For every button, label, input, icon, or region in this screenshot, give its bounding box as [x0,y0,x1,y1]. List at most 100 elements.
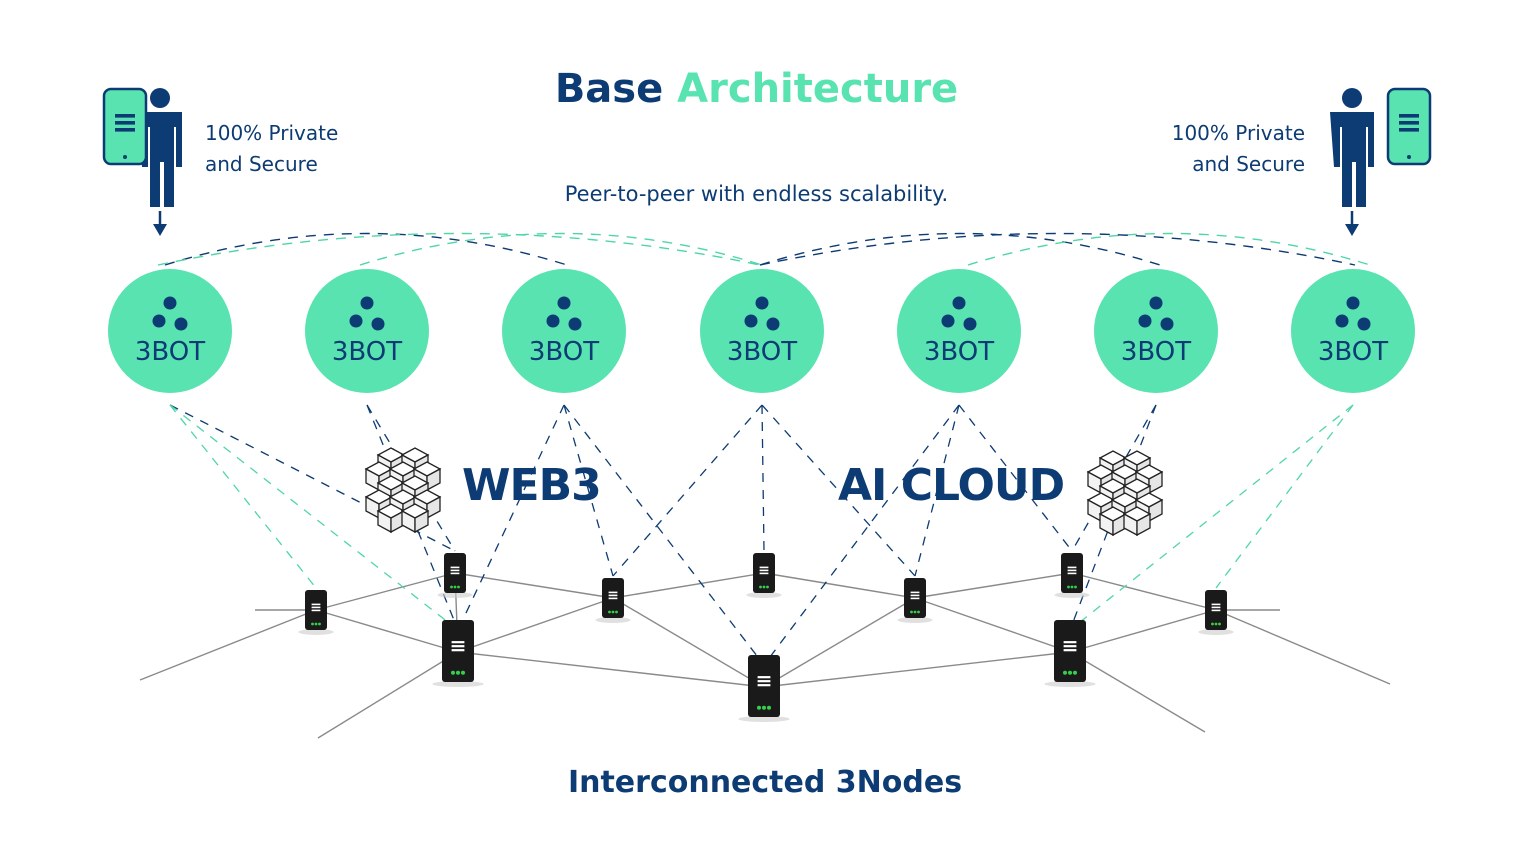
node-led [453,585,457,589]
node-logo [1211,606,1221,609]
bot-dot-icon [163,296,177,310]
bot-label: 3BOT [332,337,402,367]
node-led [1068,670,1072,675]
bot-dot-icon [557,296,571,310]
peer-arcs [157,232,1371,266]
node-led [461,670,465,675]
node-shadow [298,629,334,635]
bot-dot-icon [1357,317,1371,331]
peer-arc [759,232,1161,266]
server-node-icon [432,620,484,687]
bot-circle [1291,269,1415,393]
bot-label: 3BOT [1318,337,1388,367]
node-led [766,585,769,589]
node-shadow [1044,681,1096,687]
mesh-line [1069,609,1217,653]
server-node-icon [298,590,334,635]
bot-node: 3BOT [1094,269,1218,393]
cube-cluster-icon [364,447,442,534]
bot-dot-icon [755,296,769,310]
node-logo [1211,609,1221,612]
bot-dot-icon [174,317,188,331]
aicloud-label: AI CLOUD [838,460,1065,511]
mesh-line [612,597,765,688]
phone-logo [115,114,135,118]
server-node-icon [1044,620,1096,687]
node-led [913,610,917,614]
node-led [608,610,611,614]
bot-dot-icon [1160,317,1174,331]
node-shadow [1054,592,1090,598]
dashed-link [1071,404,1157,552]
user-body [138,112,182,207]
server-node-icon [437,553,473,598]
dashed-link [914,404,960,577]
dashed-link [612,404,763,577]
node-logo [608,594,618,597]
node-logo [757,676,771,679]
mesh-line [315,609,459,653]
node-logo [608,591,618,594]
node-mesh-lines [139,572,1391,739]
node-led [611,610,615,614]
bot-dot-icon [766,317,780,331]
web3-label: WEB3 [462,460,602,511]
page-title: Base Architecture [0,66,1513,112]
node-led [762,705,766,710]
title-part-base: Base [554,66,664,112]
node-logo [1063,649,1077,652]
dashed-link [763,404,960,666]
bot-circle [108,269,232,393]
bot-dot-icon [546,314,560,328]
dashed-link [169,404,317,589]
bot-dot-icon [360,296,374,310]
users [102,87,1432,236]
user-icon [1330,87,1432,236]
node-led [457,585,460,589]
node-logo [311,606,321,609]
mesh-line [457,651,765,688]
mesh-line [457,597,614,653]
3nodes [298,553,1234,722]
node-shadow [437,592,473,598]
node-led [1211,622,1214,626]
node-led [759,585,762,589]
node-logo [450,566,460,569]
node-led [1070,585,1074,589]
node-led [450,585,453,589]
node-led [311,622,314,626]
dashed-link [457,404,565,631]
bot-node: 3BOT [108,269,232,393]
node-led [456,670,460,675]
phone-logo [1399,121,1419,125]
peer-arc [359,232,763,266]
left-user-text: 100% Private and Secure [205,118,338,180]
left-user-line2: and Secure [205,152,318,176]
bot-dot-icon [963,317,977,331]
user-head [1342,88,1362,108]
node-led [757,705,761,710]
mesh-line [1071,572,1217,611]
bot-circle [305,269,429,393]
bot-node: 3BOT [897,269,1021,393]
bot-label: 3BOT [924,337,994,367]
node-led [1074,585,1077,589]
cube-right [414,509,429,534]
node-logo [451,645,465,648]
mesh-line [914,597,1071,653]
node-logo [451,641,465,644]
node-led [314,622,318,626]
peer-arc [157,232,761,266]
server-node-icon [746,553,782,598]
bot-dot-icon [952,296,966,310]
dashed-link [1215,404,1354,589]
node-logo [759,569,769,572]
node-logo [910,594,920,597]
bot-circle [502,269,626,393]
node-logo [759,566,769,569]
bot-circle [700,269,824,393]
caption: Interconnected 3Nodes [567,765,963,800]
bot-dot-icon [1335,314,1349,328]
dashed-link [958,404,1073,552]
bot-dot-icon [744,314,758,328]
